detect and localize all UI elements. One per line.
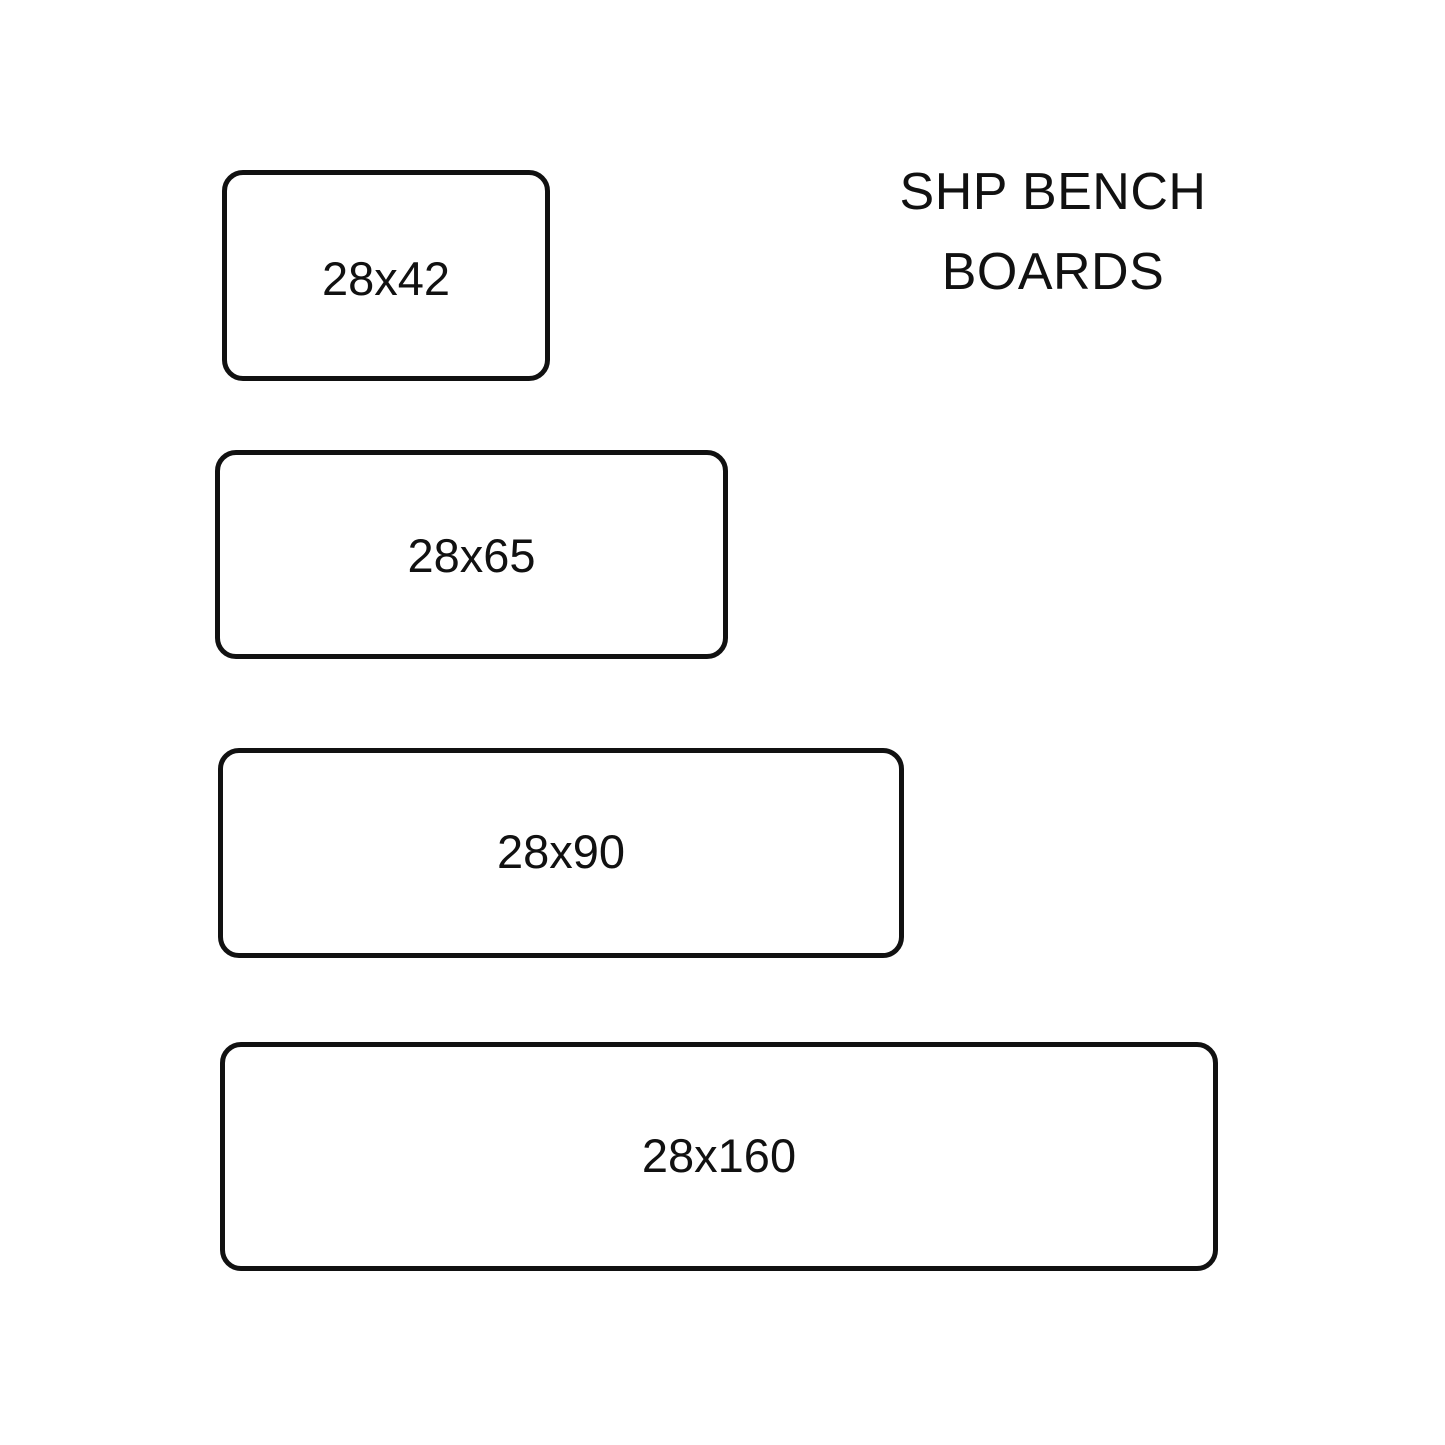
title-line-1: SHP BENCH xyxy=(899,163,1207,221)
board-rectangle-28x65[interactable]: 28x65 xyxy=(215,450,728,659)
board-label-28x160: 28x160 xyxy=(641,1129,797,1182)
diagram-title: SHP BENCH BOARDS xyxy=(823,152,1283,312)
board-rectangle-28x42[interactable]: 28x42 xyxy=(222,170,550,381)
board-label-28x65: 28x65 xyxy=(407,529,536,582)
board-rectangle-28x160[interactable]: 28x160 xyxy=(220,1042,1218,1271)
board-rectangle-28x90[interactable]: 28x90 xyxy=(218,748,904,958)
board-label-28x42: 28x42 xyxy=(321,252,451,305)
board-label-28x90: 28x90 xyxy=(496,825,626,878)
title-line-2: BOARDS xyxy=(941,243,1165,301)
